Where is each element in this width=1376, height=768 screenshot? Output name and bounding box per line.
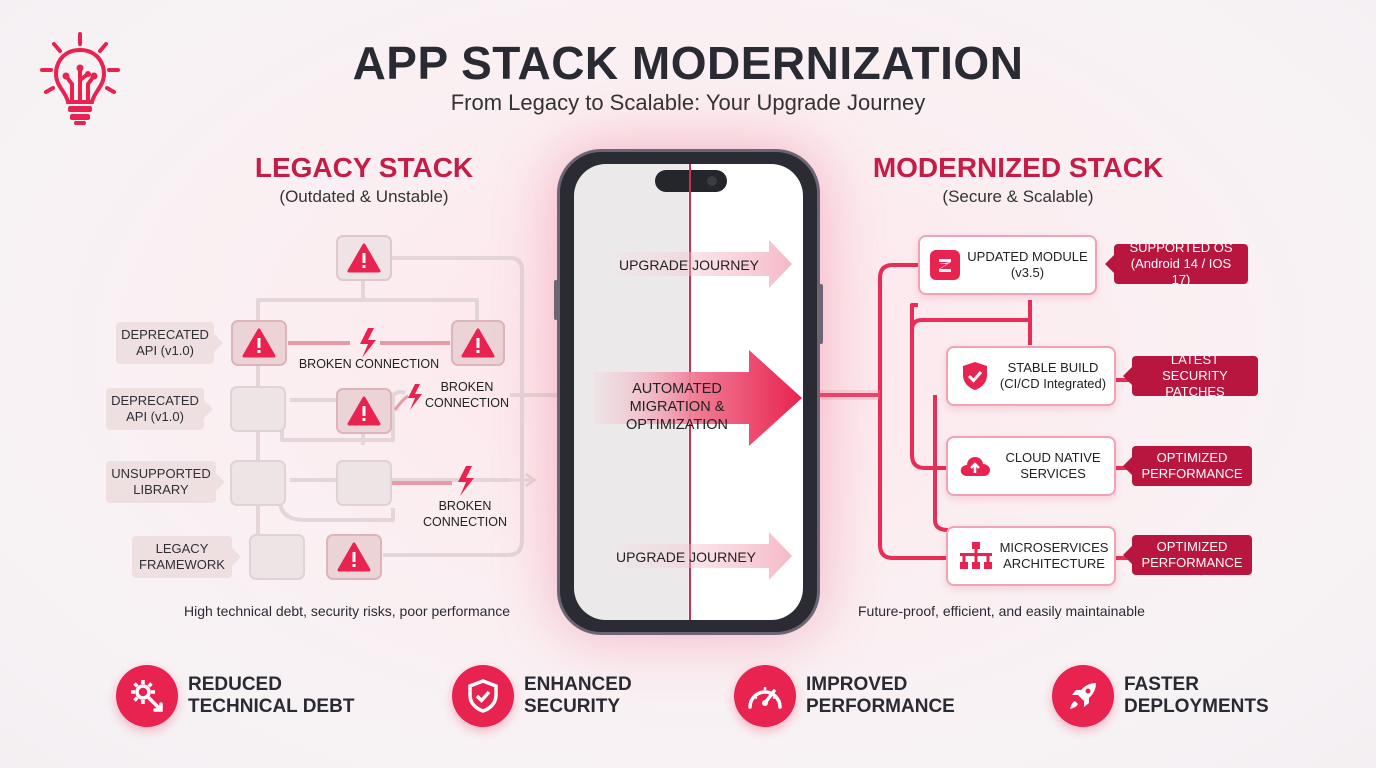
updated-module-card: UPDATED MODULE (v3.5)	[918, 235, 1097, 295]
upgrade-journey-label: UPGRADE JOURNEY	[618, 257, 760, 273]
modern-wires	[820, 263, 1130, 560]
benefit-enhanced-security: ENHANCED SECURITY	[452, 662, 644, 730]
cloud-native-card: CLOUD NATIVE SERVICES	[946, 436, 1116, 496]
lightning-icon	[458, 466, 474, 496]
microservices-card: MICROSERVICES ARCHITECTURE	[946, 526, 1116, 586]
shield-check-icon	[452, 665, 514, 727]
modern-caption: Future-proof, efficient, and easily main…	[858, 603, 1145, 619]
warning-node	[451, 320, 505, 366]
legacy-title: LEGACY STACK	[254, 152, 474, 183]
broken-connection-label: BROKEN CONNECTION	[298, 357, 440, 371]
warning-node	[336, 388, 392, 434]
bulb-logo-icon	[38, 30, 122, 126]
shield-check-icon	[958, 361, 992, 391]
hierarchy-icon	[958, 541, 994, 571]
module-label: MICROSERVICES ARCHITECTURE	[999, 540, 1109, 571]
legacy-wires	[256, 256, 557, 572]
benefit-faster-deployments: FASTER DEPLOYMENTS	[1052, 662, 1284, 730]
legacy-tag: DEPRECATED API (v1.0)	[106, 388, 213, 430]
modern-title: MODERNIZED STACK	[872, 152, 1164, 183]
module-label: UPDATED MODULE (v3.5)	[967, 249, 1088, 280]
benefit-label: ENHANCED SECURITY	[524, 674, 632, 717]
gear-wrench-icon	[116, 665, 178, 727]
page-subtitle: From Legacy to Scalable: Your Upgrade Jo…	[450, 90, 926, 115]
legacy-tag: UNSUPPORTED LIBRARY	[106, 461, 225, 503]
legacy-subtitle: (Outdated & Unstable)	[279, 187, 449, 206]
benefit-reduced-debt: REDUCED TECHNICAL DEBT	[116, 662, 358, 730]
phone-device: UPGRADE JOURNEY AUTOMATED MIGRATION & OP…	[554, 149, 823, 635]
warning-node	[336, 235, 392, 281]
lightning-icon	[408, 384, 422, 410]
upgrade-arrows	[594, 240, 802, 580]
module-badge: OPTIMIZED PERFORMANCE	[1123, 535, 1252, 575]
legacy-caption: High technical debt, security risks, poo…	[184, 603, 511, 619]
benefit-label: FASTER DEPLOYMENTS	[1124, 674, 1269, 717]
warning-icon	[242, 328, 276, 358]
cloud-upload-icon	[958, 451, 992, 481]
modern-subtitle: (Secure & Scalable)	[942, 187, 1094, 206]
broken-connection-label: BROKEN CONNECTION	[424, 380, 510, 410]
empty-node	[336, 460, 392, 506]
legacy-tag: DEPRECATED API (v1.0)	[116, 322, 223, 364]
warning-node	[326, 534, 382, 580]
phone-notch	[655, 170, 727, 192]
empty-node	[230, 386, 286, 432]
stable-build-card: STABLE BUILD (CI/CD Integrated)	[946, 346, 1116, 406]
warning-node	[231, 320, 287, 366]
module-label: CLOUD NATIVE SERVICES	[1005, 450, 1101, 481]
automated-migration-label: AUTOMATED MIGRATION & OPTIMIZATION	[625, 381, 729, 433]
module-label: STABLE BUILD (CI/CD Integrated)	[999, 360, 1107, 391]
upgrade-journey-label: UPGRADE JOURNEY	[615, 549, 757, 565]
speedometer-icon	[734, 665, 796, 727]
module-badge: LATEST SECURITY PATCHES	[1123, 352, 1258, 399]
benefit-label: IMPROVED PERFORMANCE	[806, 674, 955, 717]
benefit-label: REDUCED TECHNICAL DEBT	[188, 674, 355, 717]
empty-node	[230, 460, 286, 506]
lightning-icon	[360, 328, 376, 358]
warning-icon	[347, 396, 381, 426]
warning-icon	[347, 243, 381, 273]
page-title: APP STACK MODERNIZATION	[352, 37, 1024, 89]
warning-icon	[337, 542, 371, 572]
phone-screen: UPGRADE JOURNEY AUTOMATED MIGRATION & OP…	[574, 164, 803, 620]
legacy-tag: LEGACY FRAMEWORK	[132, 536, 241, 578]
empty-node	[249, 534, 305, 580]
module-badge: SUPPORTED OS (Android 14 / IOS 17)	[1105, 240, 1248, 287]
warning-icon	[461, 328, 495, 358]
broken-connection-label: BROKEN CONNECTION	[422, 499, 508, 529]
benefit-improved-performance: IMPROVED PERFORMANCE	[734, 662, 966, 730]
rocket-icon	[1052, 665, 1114, 727]
module-icon	[930, 250, 960, 280]
module-badge: OPTIMIZED PERFORMANCE	[1123, 446, 1252, 486]
